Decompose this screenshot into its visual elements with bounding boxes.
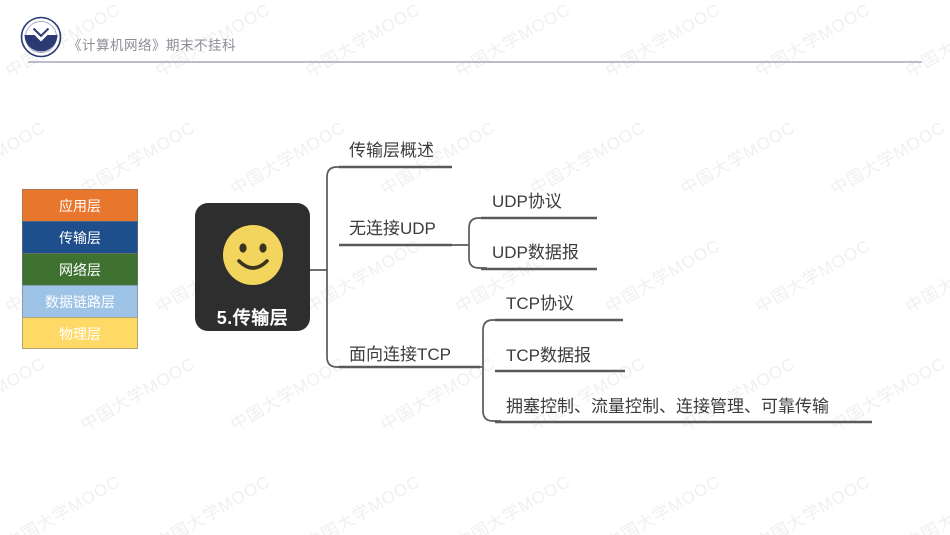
- mindmap-node-tcp-datagram[interactable]: TCP数据报: [506, 346, 591, 365]
- mindmap-node-udp-datagram[interactable]: UDP数据报: [492, 243, 579, 262]
- mindmap-node-tcp-protocol[interactable]: TCP协议: [506, 294, 574, 313]
- layer-box-application[interactable]: 应用层: [22, 189, 138, 221]
- mindmap-node-connectionless-udp[interactable]: 无连接UDP: [349, 219, 436, 238]
- mindmap-root-node[interactable]: 5.传输层: [195, 203, 310, 331]
- university-crest-icon: [20, 16, 62, 58]
- layer-box-datalink[interactable]: 数据链路层: [22, 285, 138, 317]
- osi-five-layer-stack: 应用层 传输层 网络层 数据链路层 物理层: [22, 189, 138, 349]
- layer-box-physical[interactable]: 物理层: [22, 317, 138, 349]
- mindmap-node-tcp-mechanisms[interactable]: 拥塞控制、流量控制、连接管理、可靠传输: [506, 397, 829, 416]
- layer-label: 网络层: [59, 262, 101, 278]
- page-title: 《计算机网络》期末不挂科: [68, 38, 236, 53]
- layer-label: 数据链路层: [45, 294, 115, 310]
- layer-label: 应用层: [59, 198, 101, 214]
- mindmap-node-udp-protocol[interactable]: UDP协议: [492, 192, 562, 211]
- mindmap-root-label: 5.传输层: [216, 308, 289, 328]
- header-divider: [28, 61, 922, 63]
- layer-label: 传输层: [59, 230, 101, 246]
- smiley-face-icon: [221, 223, 285, 292]
- slide-header: 《计算机网络》期末不挂科: [0, 0, 950, 64]
- layer-label: 物理层: [59, 326, 101, 342]
- mindmap-node-connection-oriented-tcp[interactable]: 面向连接TCP: [349, 345, 451, 364]
- layer-box-transport[interactable]: 传输层: [22, 221, 138, 253]
- layer-box-network[interactable]: 网络层: [22, 253, 138, 285]
- mindmap-node-transport-overview[interactable]: 传输层概述: [349, 141, 434, 160]
